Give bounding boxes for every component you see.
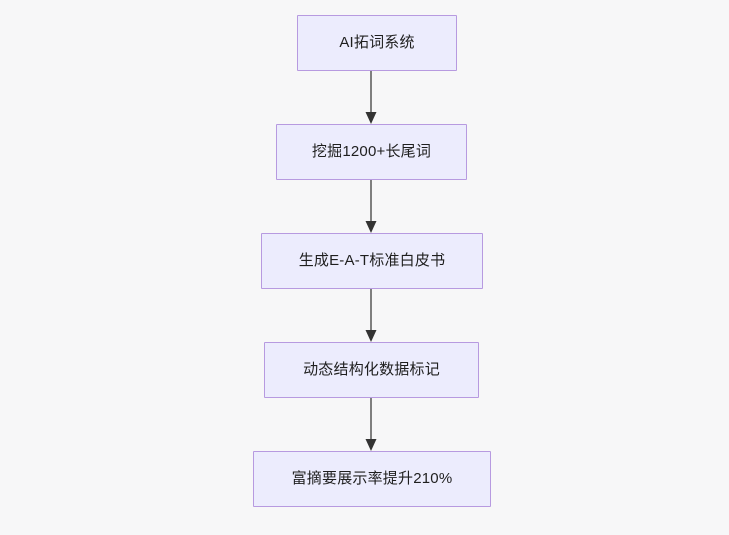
flow-node-ai-keyword-system[interactable]: AI拓词系统: [297, 15, 457, 71]
edge-arrow-icon: [365, 398, 377, 451]
edge-arrow-icon: [365, 71, 377, 124]
flow-node-dynamic-structured-data-markup[interactable]: 动态结构化数据标记: [264, 342, 479, 398]
edge-node1-to-node2: [356, 71, 386, 124]
flow-node-label: 生成E-A-T标准白皮书: [298, 252, 446, 269]
flow-node-label: 挖掘1200+长尾词: [311, 143, 432, 160]
flow-node-label: 富摘要展示率提升210%: [291, 470, 453, 487]
edge-node4-to-node5: [356, 398, 386, 451]
flow-node-label: AI拓词系统: [339, 34, 415, 51]
flow-node-label: 动态结构化数据标记: [303, 361, 440, 378]
edge-arrow-icon: [365, 289, 377, 342]
flow-node-generate-eat-whitepaper[interactable]: 生成E-A-T标准白皮书: [261, 233, 483, 289]
flow-node-rich-snippet-impression-lift[interactable]: 富摘要展示率提升210%: [253, 451, 491, 507]
edge-node2-to-node3: [356, 180, 386, 233]
edge-arrow-icon: [365, 180, 377, 233]
edge-node3-to-node4: [356, 289, 386, 342]
flow-node-mine-longtail-keywords[interactable]: 挖掘1200+长尾词: [276, 124, 467, 180]
